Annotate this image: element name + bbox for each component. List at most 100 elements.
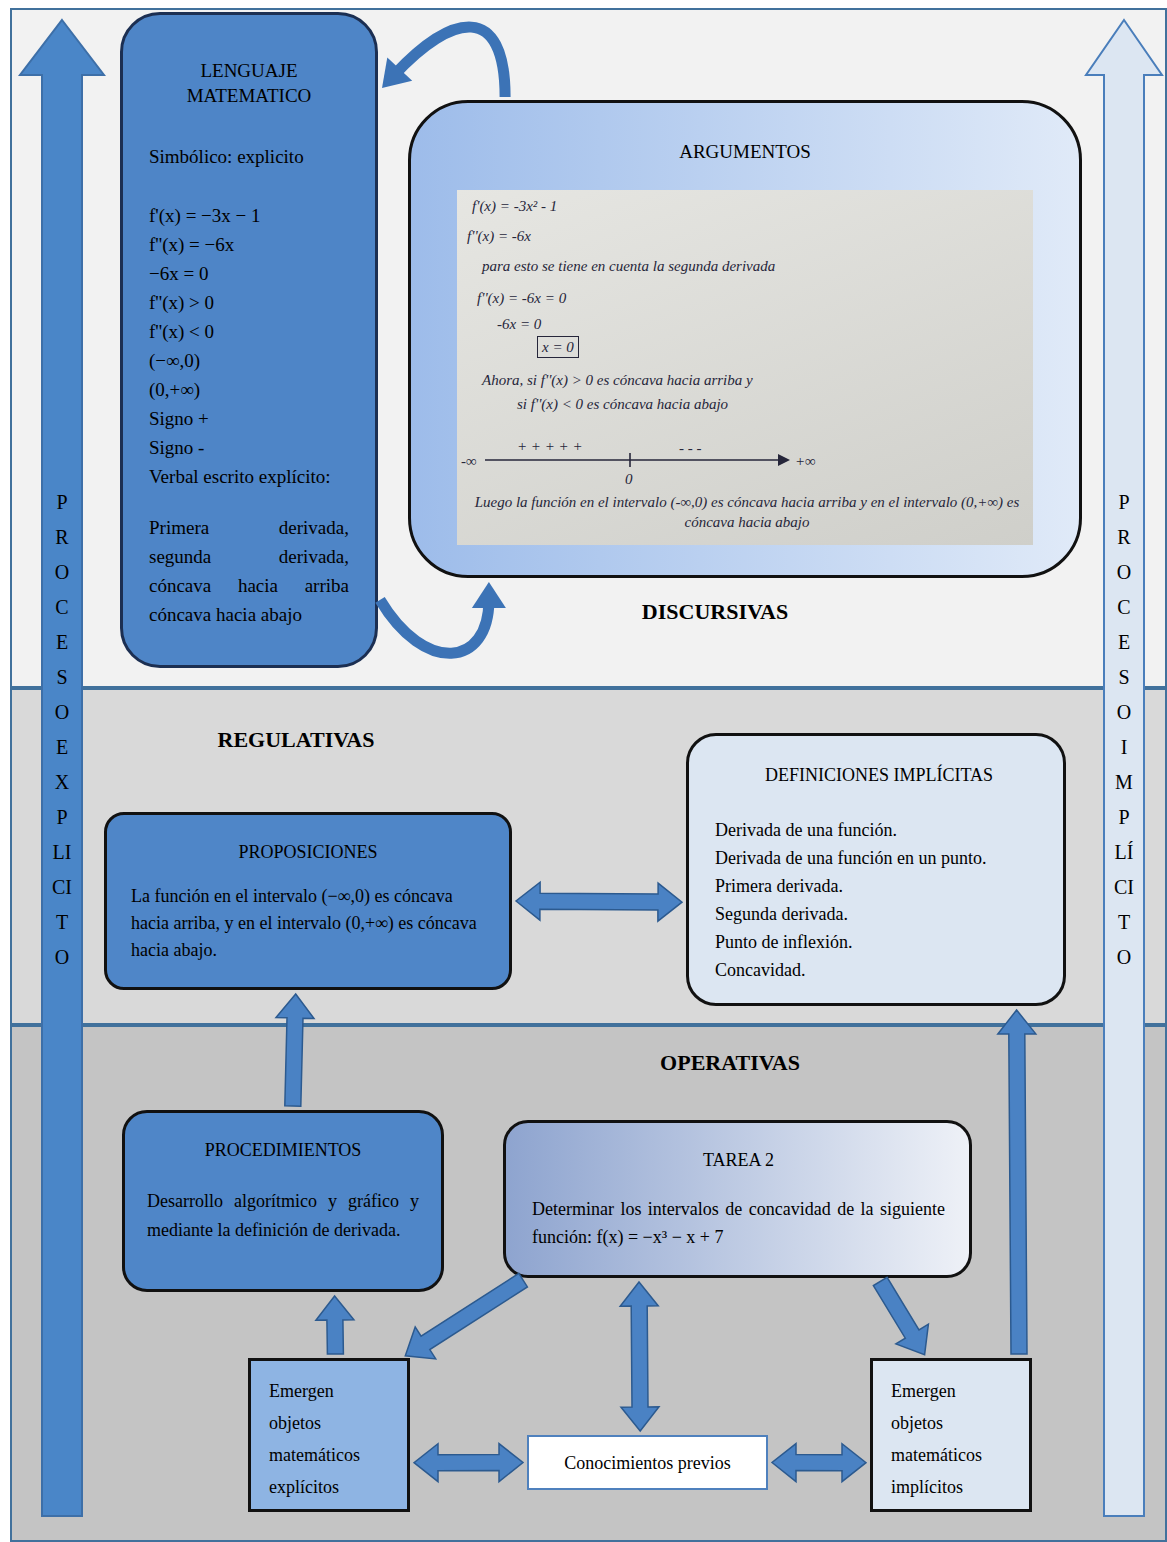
- text-slot: si f''(x) < 0 es cóncava hacia abajo: [517, 394, 728, 414]
- discursive-band: DISCURSIVAS LENGUAJE MATEMATICO Simbólico:…: [10, 8, 1167, 688]
- text-slot: 0: [625, 469, 633, 489]
- text-slot: PROCESO EXPLICITO: [52, 485, 72, 975]
- text-slot: PROCESO IMPLÍCITO: [1114, 485, 1134, 975]
- body-text: Simbólico: explicito: [149, 142, 349, 171]
- body-text: Emergen objetos matemáticos implícitos: [891, 1375, 999, 1503]
- handwritten-line: Ahora, si f''(x) > 0 es cóncava hacia ar…: [482, 370, 753, 390]
- body-text: f''(x) = −6x: [149, 230, 349, 259]
- arrow-shape: [1080, 18, 1167, 1518]
- implicit-process-arrow: PROCESO IMPLÍCITO: [1080, 18, 1167, 1518]
- list-item: Primera derivada.: [715, 872, 1043, 900]
- box-title: PROCEDIMIENTOS: [147, 1137, 419, 1163]
- block-arrow: [516, 882, 682, 921]
- block-arrow: [620, 1282, 659, 1431]
- task-box: TAREA 2 Determinar los intervalos de conc…: [503, 1120, 972, 1278]
- block-arrow: [998, 1010, 1036, 1354]
- handwritten-line: +∞: [795, 451, 816, 471]
- box-title: DEFINICIONES IMPLÍCITAS: [715, 762, 1043, 788]
- body-text: −6x = 0: [149, 259, 349, 288]
- text-slot: REGULATIVAS: [146, 727, 446, 753]
- handwritten-line: 0: [625, 469, 633, 489]
- arguments-box: ARGUMENTOS f'(x) = -3x² - 1 f''(x) = -6x pa…: [408, 100, 1082, 578]
- list-item: Derivada de una función en un punto.: [715, 844, 1043, 872]
- text-slot: para esto se tiene en cuenta la segunda …: [482, 256, 775, 276]
- body-text: Primera derivada, segunda derivada, cónc…: [149, 513, 349, 629]
- arrow-outline: [1086, 20, 1162, 1516]
- text-slot: -6x = 0: [497, 314, 541, 334]
- arrow-shape: [16, 18, 106, 1518]
- handwritten-line: Luego la función en el intervalo (-∞,0) …: [472, 492, 1022, 532]
- text-slot: Luego la función en el intervalo (-∞,0) …: [472, 492, 1022, 532]
- operative-band: OPERATIVAS PROCEDIMIENTOS Desarrollo algor…: [10, 1025, 1167, 1542]
- number-line: [457, 190, 1033, 545]
- body-text: Emergen objetos matemáticos explícitos: [269, 1375, 377, 1503]
- body-text: Verbal escrito explícito:: [149, 462, 349, 491]
- text-slot: OPERATIVAS: [580, 1050, 880, 1076]
- block-arrow: [316, 1296, 354, 1354]
- arrow-outline: [20, 20, 104, 1516]
- body-text: (−∞,0): [149, 346, 349, 375]
- handwritten-line: x = 0: [537, 336, 579, 358]
- handwritten-line: + + + + +: [517, 436, 583, 456]
- handwritten-line: -6x = 0: [497, 314, 541, 334]
- text-slot: f''(x) = -6x = 0: [477, 288, 566, 308]
- body-text: Desarrollo algorítmico y gráfico y media…: [147, 1187, 419, 1245]
- body-text: Signo -: [149, 433, 349, 462]
- band-heading: OPERATIVAS: [580, 1050, 880, 1076]
- block-arrow: [276, 994, 314, 1106]
- body-text: f''(x) > 0: [149, 288, 349, 317]
- block-arrow: [414, 1444, 523, 1482]
- body-text: Determinar los intervalos de concavidad …: [532, 1195, 945, 1251]
- handwritten-line: f''(x) = -6x = 0: [477, 288, 566, 308]
- handwritten-line: -∞: [461, 451, 477, 471]
- text-slot: + + + + +: [517, 436, 583, 456]
- implicit-objects-box: Emergen objetos matemáticos implícitos: [870, 1358, 1032, 1512]
- curved-arrow: [380, 582, 506, 653]
- body-text: f'(x) = −3x − 1: [149, 201, 349, 230]
- curved-arrow-head: [382, 58, 412, 89]
- box-title: LENGUAJE MATEMATICO: [149, 58, 349, 108]
- text-slot: +∞: [795, 451, 816, 471]
- number-line-axis: [485, 459, 781, 461]
- prior-knowledge-box: Conocimientos previos: [527, 1435, 768, 1490]
- text-slot: x = 0: [537, 336, 579, 358]
- text-slot: -∞: [461, 451, 477, 471]
- language-box: LENGUAJE MATEMATICO Simbólico: explicito f…: [120, 12, 378, 668]
- regulative-band: REGULATIVAS PROPOSICIONES La función en el…: [10, 688, 1167, 1025]
- curved-arrow: [382, 27, 505, 97]
- box-title: PROPOSICIONES: [131, 839, 485, 865]
- body-text: f''(x) < 0: [149, 317, 349, 346]
- list-item: Punto de inflexión.: [715, 928, 1043, 956]
- text-slot: - - -: [679, 438, 702, 458]
- explicit-objects-box: Emergen objetos matemáticos explícitos: [248, 1358, 410, 1512]
- block-arrow: [772, 1444, 866, 1482]
- handwritten-photo: f'(x) = -3x² - 1 f''(x) = -6x para esto se…: [457, 190, 1033, 545]
- body-text: (0,+∞): [149, 375, 349, 404]
- handwritten-line: - - -: [679, 438, 702, 458]
- text-slot: f'(x) = -3x² - 1: [472, 196, 557, 216]
- propositions-box: PROPOSICIONES La función en el intervalo …: [104, 812, 512, 990]
- text-slot: f''(x) = -6x: [467, 226, 531, 246]
- vertical-label: PROCESO EXPLICITO: [52, 485, 72, 975]
- box-title: TAREA 2: [532, 1147, 945, 1173]
- number-line-arrowhead: [778, 454, 790, 466]
- text-slot: Ahora, si f''(x) > 0 es cóncava hacia ar…: [482, 370, 753, 390]
- block-arrow: [405, 1273, 527, 1359]
- number-line-tick: [629, 453, 631, 467]
- band-heading: REGULATIVAS: [146, 727, 446, 753]
- list-item: Concavidad.: [715, 956, 1043, 984]
- body-text: La función en el intervalo (−∞,0) es cón…: [131, 883, 485, 964]
- band-heading: DISCURSIVAS: [565, 599, 865, 625]
- definitions-box: DEFINICIONES IMPLÍCITAS Derivada de una f…: [686, 733, 1066, 1006]
- explicit-process-arrow: PROCESO EXPLICITO: [16, 18, 106, 1518]
- handwritten-line: f'(x) = -3x² - 1: [472, 196, 557, 216]
- box-title: ARGUMENTOS: [411, 139, 1079, 165]
- list-item: Segunda derivada.: [715, 900, 1043, 928]
- body-text: Conocimientos previos: [535, 1451, 760, 1475]
- procedures-box: PROCEDIMIENTOS Desarrollo algorítmico y g…: [122, 1110, 444, 1292]
- handwritten-line: si f''(x) < 0 es cóncava hacia abajo: [517, 394, 728, 414]
- block-arrow: [873, 1277, 928, 1354]
- handwritten-line: f''(x) = -6x: [467, 226, 531, 246]
- vertical-label: PROCESO IMPLÍCITO: [1114, 485, 1134, 975]
